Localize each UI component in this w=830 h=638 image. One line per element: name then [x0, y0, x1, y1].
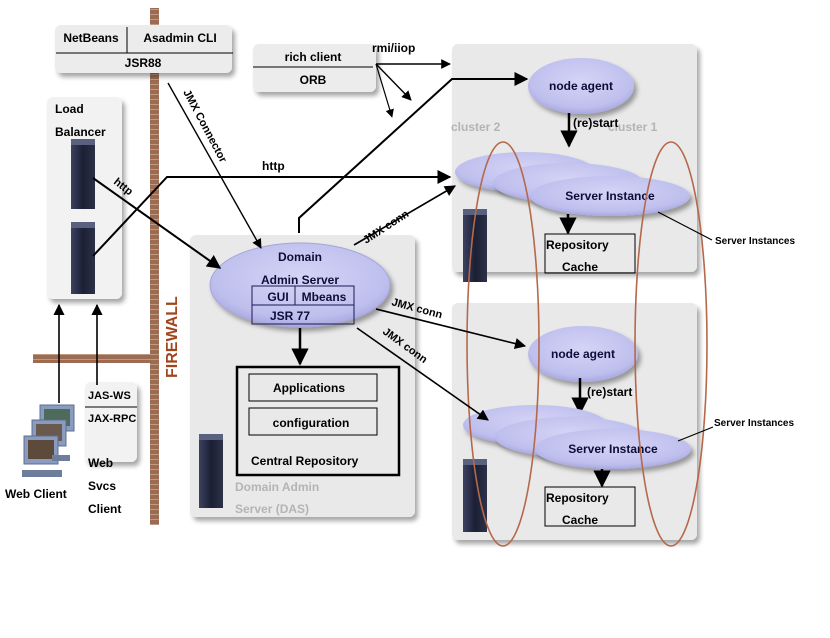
central-repository-label: Central Repository — [251, 454, 359, 468]
cluster-2-ring — [466, 141, 540, 547]
server-instance-label: Server Instance — [568, 442, 658, 456]
server-instances-callout-bottom: Server Instances — [714, 418, 794, 429]
jax-rpc-label: JAX-RPC — [88, 413, 136, 425]
computer-monitor-icon — [22, 404, 75, 477]
server-rack-icon — [71, 222, 95, 294]
orb-label: ORB — [300, 73, 327, 87]
cluster-1-ring — [634, 141, 708, 547]
das-to-node-agent-line — [298, 72, 529, 233]
web-services-client: JAS-WS JAX-RPC Web Svcs Client — [85, 382, 137, 516]
domain-admin-server-panel: Domain Admin Server (DAS) Applications c… — [190, 235, 415, 517]
cluster-2-label: cluster 2 — [451, 120, 501, 134]
firewall-label: FIREWALL — [164, 296, 181, 378]
rmi-iiop-arrow — [375, 63, 394, 118]
node-agent-ellipse — [528, 58, 634, 114]
jmx-conn-bottom-line — [356, 327, 489, 421]
server-instance-ellipse-front — [535, 429, 691, 469]
rich-client-label: rich client — [285, 50, 342, 64]
applications-box — [248, 373, 378, 402]
admin-server-label: Admin Server — [261, 273, 339, 287]
central-repository-box — [235, 365, 401, 477]
configuration-label: configuration — [273, 416, 350, 430]
web-svcs-label-2: Svcs — [88, 479, 116, 493]
node-panel-bottom: node agent (re)start Server Instance Rep… — [452, 303, 697, 540]
node-panel-top: cluster 2 cluster 1 node agent (re)start… — [451, 44, 697, 282]
http-label: http — [262, 159, 285, 173]
web-svcs-label-3: Client — [88, 502, 121, 516]
netbeans-label: NetBeans — [63, 31, 119, 45]
repository-label: Repository — [546, 238, 609, 252]
server-rack-icon — [199, 434, 223, 508]
jmx-conn-top-line — [353, 185, 456, 246]
server-instances-callout-line — [657, 211, 713, 241]
firewall-horizontal-bar — [33, 354, 158, 363]
jmx-conn-node-line — [375, 308, 527, 350]
connections — [53, 59, 714, 442]
node-agent-ellipse — [528, 326, 638, 382]
cache-label: Cache — [562, 260, 598, 274]
restart-label: (re)start — [573, 116, 618, 130]
mbeans-label: Mbeans — [302, 290, 347, 304]
jmx-connector-label: JMX Connector — [180, 88, 229, 165]
load-balancer: Load Balancer — [47, 97, 122, 299]
http-lb-to-das-line — [92, 177, 222, 269]
server-instances-callout-top: Server Instances — [715, 236, 795, 247]
load-balancer-label-2: Balancer — [55, 125, 106, 139]
node-agent-label: node agent — [551, 347, 615, 361]
web-client-label: Web Client — [5, 487, 67, 501]
applications-label: Applications — [273, 381, 345, 395]
jas-ws-label: JAS-WS — [88, 390, 131, 402]
http-line — [92, 170, 452, 257]
repository-cache-box — [544, 233, 636, 274]
firewall: FIREWALL — [33, 8, 181, 525]
jmx-connector-line — [167, 82, 262, 249]
restart-label: (re)start — [587, 385, 632, 399]
gui-label: GUI — [267, 290, 288, 304]
server-rack-icon — [71, 139, 95, 209]
tools-box: NetBeans Asadmin CLI JSR88 — [55, 25, 233, 73]
rich-client-box: rich client ORB rmi/iiop — [253, 41, 415, 92]
web-client: Web Client — [5, 404, 75, 501]
web-svcs-label-1: Web — [88, 456, 113, 470]
rmi-iiop-arrow — [375, 63, 412, 101]
admin-server-ellipse — [209, 242, 391, 328]
das-caption-1: Domain Admin — [235, 480, 319, 494]
server-instance-ellipse-front — [530, 176, 690, 216]
rmi-iiop-label: rmi/iiop — [372, 41, 415, 55]
jsr77-label: JSR 77 — [270, 309, 310, 323]
load-balancer-label-1: Load — [55, 102, 84, 116]
configuration-box — [248, 407, 378, 436]
asadmin-cli-label: Asadmin CLI — [143, 31, 216, 45]
jsr88-label: JSR88 — [125, 56, 162, 70]
cluster-1-label: cluster 1 — [608, 120, 658, 134]
repository-cache-box — [544, 486, 636, 527]
server-instances-callout-line — [677, 426, 714, 442]
cache-label: Cache — [562, 513, 598, 527]
node-agent-label: node agent — [549, 79, 613, 93]
repository-label: Repository — [546, 491, 609, 505]
das-caption-2: Server (DAS) — [235, 502, 309, 516]
domain-label: Domain — [278, 250, 322, 264]
firewall-vertical-bar — [150, 8, 159, 525]
server-instance-label: Server Instance — [565, 189, 655, 203]
